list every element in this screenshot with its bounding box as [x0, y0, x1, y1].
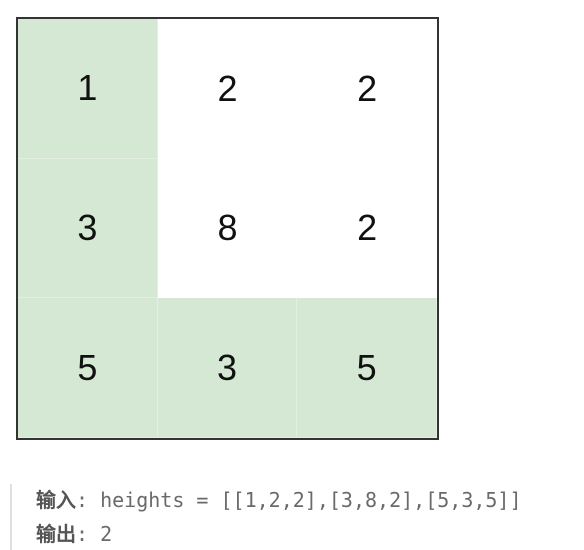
example-block: 输入: heights = [[1,2,2],[3,8,2],[5,3,5]] … [10, 484, 580, 550]
grid-cell-0-1: 2 [157, 19, 298, 159]
input-text: : heights = [[1,2,2],[3,8,2],[5,3,5]] [76, 488, 522, 512]
output-line: 输出: 2 [36, 518, 580, 550]
grid-cell-1-0: 3 [18, 158, 158, 299]
grid-cell-1-1: 8 [157, 158, 298, 299]
grid-cell-0-0: 1 [18, 19, 158, 159]
heights-grid: 1 2 2 3 8 2 5 3 5 [16, 17, 439, 440]
grid-cell-2-2: 5 [297, 298, 437, 438]
input-label: 输入 [36, 488, 76, 512]
grid-cell-2-1: 3 [157, 298, 298, 438]
grid-cell-1-2: 2 [297, 158, 437, 299]
output-text: : 2 [76, 522, 113, 546]
input-line: 输入: heights = [[1,2,2],[3,8,2],[5,3,5]] [36, 484, 580, 516]
output-label: 输出 [36, 522, 76, 546]
grid-cell-0-2: 2 [297, 19, 437, 159]
grid-cell-2-0: 5 [18, 298, 158, 438]
